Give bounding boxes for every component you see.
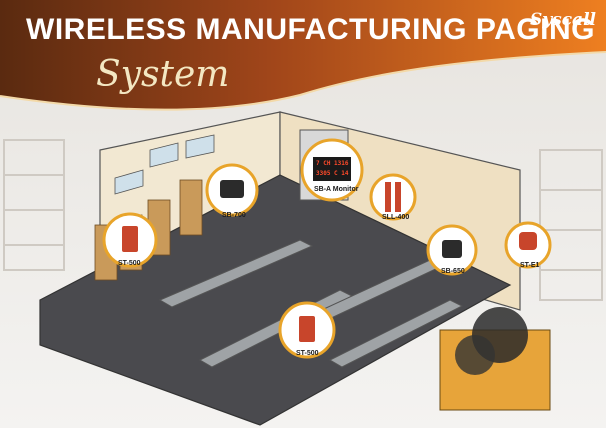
label-st500-bottom: ST-500 — [296, 350, 319, 357]
callout-st500-left — [102, 212, 158, 268]
label-sl400: SLL-400 — [382, 214, 410, 221]
label-st500-left: ST-500 — [118, 260, 141, 267]
page-title: WIRELESS MANUFACTURING PAGING — [26, 13, 595, 46]
smoke-2 — [455, 335, 495, 375]
monitor-line1: 7 CH 1316 — [316, 160, 349, 167]
callout-sb650 — [426, 224, 478, 276]
callout-sb700 — [205, 163, 259, 217]
monitor-line2: 3305 C 14 — [316, 170, 349, 177]
callout-sl400 — [369, 173, 417, 221]
header-banner — [0, 0, 606, 111]
windows — [114, 134, 215, 195]
callout-st500-bottom — [278, 301, 336, 359]
page-subtitle: System — [96, 54, 230, 95]
label-ste1: ST-E1 — [520, 262, 540, 269]
callout-ste1 — [504, 221, 552, 269]
label-monitor: SB-A Monitor — [314, 186, 359, 193]
label-sb700: SB-700 — [222, 212, 246, 219]
label-sb650: SB-650 — [441, 268, 465, 275]
brand-logo: Syscall — [529, 10, 596, 30]
callout-monitor — [300, 138, 364, 202]
